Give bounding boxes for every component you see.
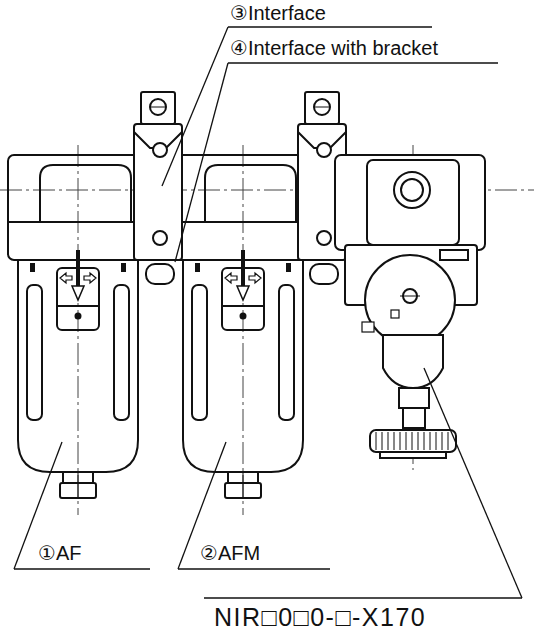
knurl-stroke (388, 432, 389, 450)
drawing-stroke (362, 322, 374, 332)
drawing-stroke (440, 250, 468, 260)
drawing-stroke (204, 597, 522, 598)
knurl-stroke (448, 432, 449, 450)
drawing-stroke (175, 63, 228, 262)
knurl-stroke (382, 432, 383, 450)
drawing-stroke (391, 310, 399, 318)
part-label: ②AFM (200, 542, 260, 564)
knurl-stroke (424, 432, 425, 450)
knurl-stroke (412, 432, 413, 450)
knurl-stroke (430, 432, 431, 450)
drawing-stroke (162, 27, 228, 186)
drawing-stroke (14, 568, 150, 569)
knurl-stroke (418, 432, 419, 450)
drawing-stroke (380, 452, 446, 458)
knurl-stroke (442, 432, 443, 450)
drawing-stroke (370, 430, 456, 452)
center-lines (0, 145, 534, 515)
drawing-stroke (365, 255, 455, 345)
knurl-stroke (376, 432, 377, 450)
drawing-stroke (367, 160, 459, 245)
af-filter (8, 155, 148, 498)
drawing-stroke (335, 155, 485, 250)
regulator (335, 155, 485, 458)
drawing-stroke (403, 408, 425, 428)
knurl-stroke (394, 432, 395, 450)
afm-filter (173, 155, 313, 498)
drawing-stroke (394, 172, 430, 208)
knob-knurling (376, 432, 448, 450)
drawing-stroke (401, 179, 423, 201)
drawing-stroke (383, 335, 443, 388)
knurl-stroke (400, 432, 401, 450)
interface-bracket (134, 92, 182, 284)
leader-lines (14, 27, 522, 598)
drawing-stroke (228, 26, 432, 27)
drawing-stroke (178, 568, 330, 569)
knurl-stroke (406, 432, 407, 450)
knurl-stroke (436, 432, 437, 450)
drawing-stroke (228, 62, 498, 63)
model-number: NIR□0□0-□-X170 (214, 604, 426, 632)
drawing-stroke (400, 296, 420, 297)
callout-label: ③Interface (230, 2, 326, 24)
drawing-stroke (399, 388, 429, 408)
callout-label: ④Interface with bracket (230, 37, 438, 59)
drawing-stroke (424, 368, 522, 598)
part-label: ①AF (38, 542, 82, 564)
